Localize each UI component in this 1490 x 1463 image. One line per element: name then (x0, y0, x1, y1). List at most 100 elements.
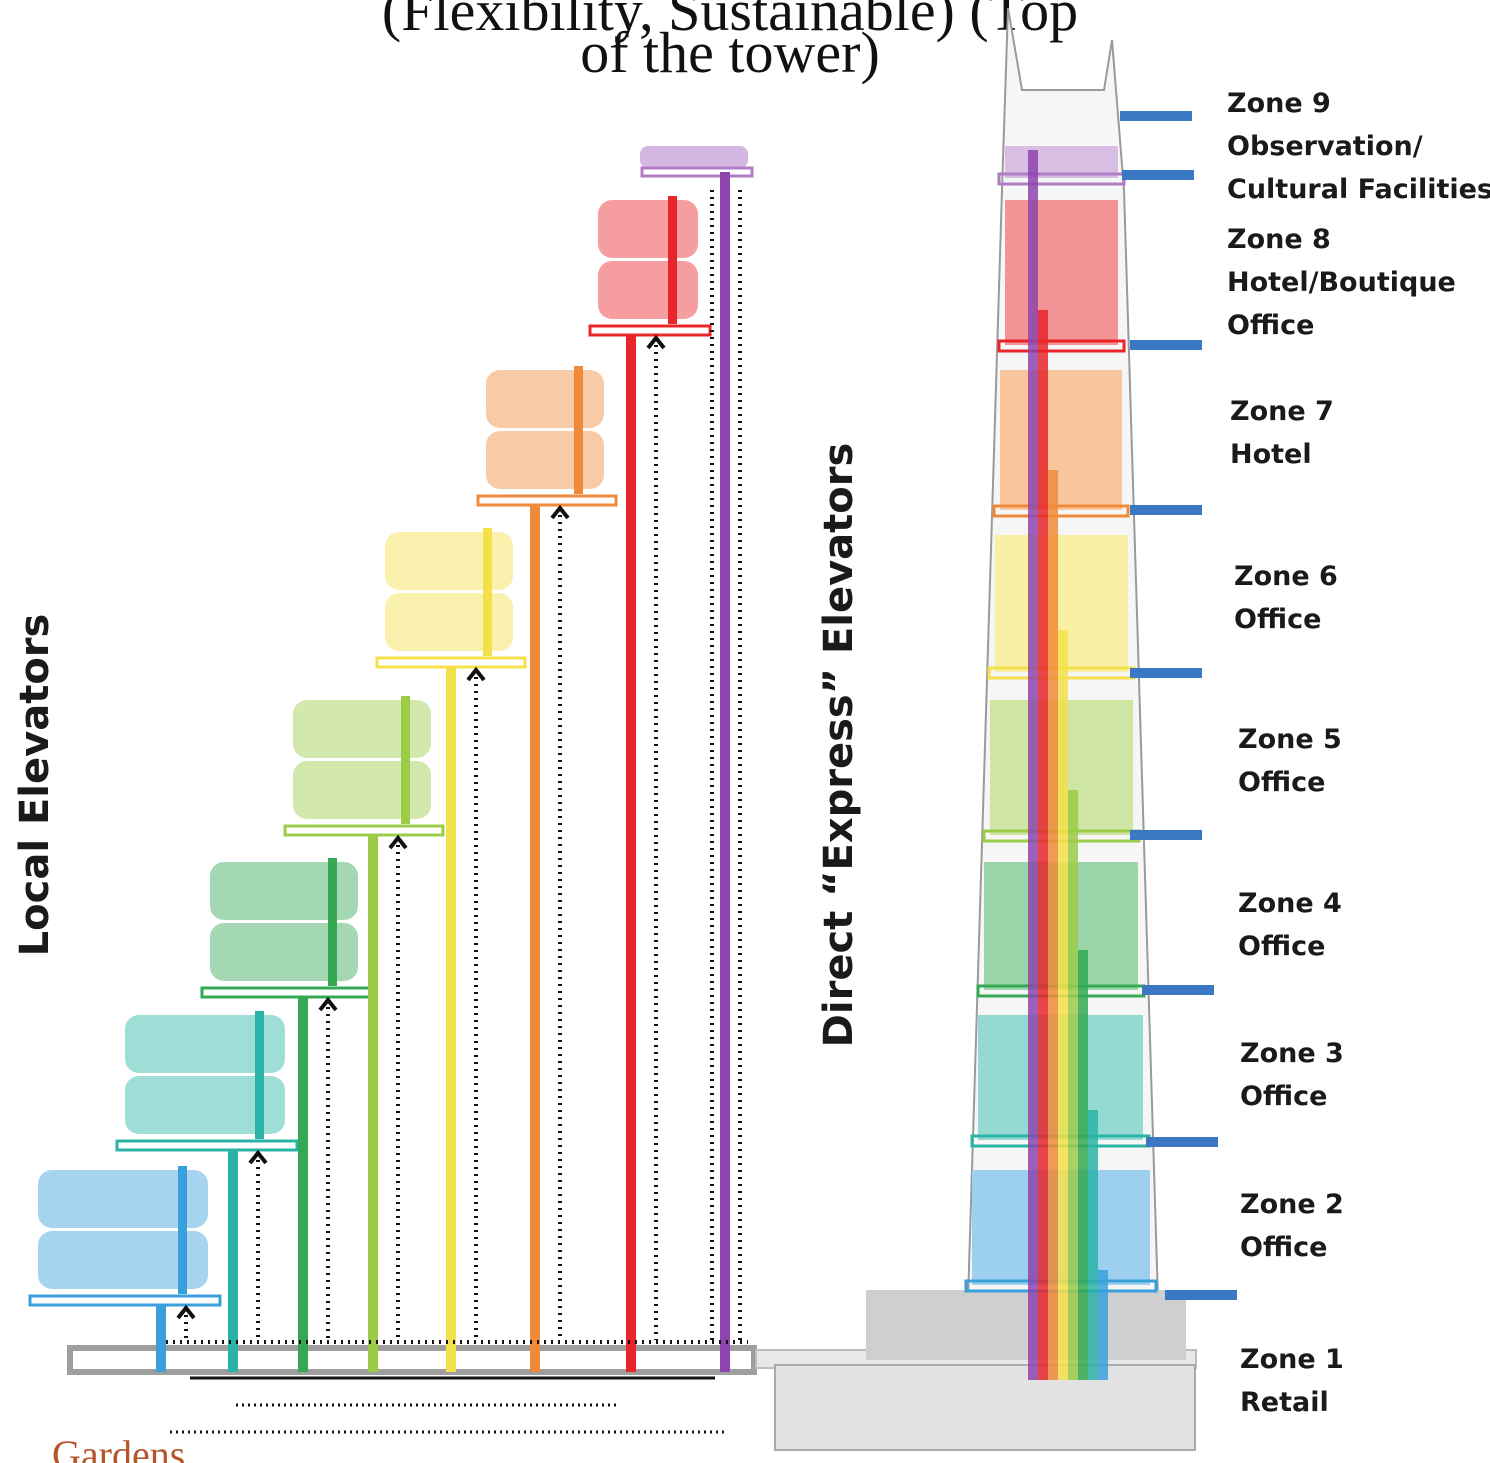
zone-markers (1120, 111, 1237, 1300)
zone-label-line: Hotel/Boutique (1227, 267, 1456, 298)
zone-label-line: Zone 6 (1234, 561, 1338, 592)
zone-marker (1122, 170, 1194, 180)
arrow-up (176, 1304, 196, 1320)
tower-podium (866, 1290, 1186, 1360)
zone-block-lower (210, 923, 358, 981)
zone-floor-plate (28, 1294, 222, 1307)
local-shaft (328, 858, 337, 986)
tower-floor-plate (992, 504, 1130, 518)
zone-block-upper (210, 862, 358, 920)
zone-label-line: Office (1240, 1232, 1327, 1263)
caption-line-2: of the tower) (580, 20, 880, 85)
tower-base (774, 1364, 1196, 1451)
zone-floor-plate (283, 824, 445, 837)
zone-label-line: Zone 4 (1238, 888, 1342, 919)
express-shaft (228, 1149, 238, 1372)
local-shaft (668, 196, 677, 324)
tower-core-shaft (1028, 150, 1038, 1380)
tower-core-shaft (1038, 310, 1048, 1380)
tower-core-shaft (1088, 1110, 1098, 1380)
zone-marker (1130, 668, 1202, 678)
zone-label-line: Zone 7 (1230, 396, 1334, 427)
tower-zone-band (1005, 200, 1118, 345)
caption-line-1: (Flexibility, Sustainable) (Top (382, 0, 1078, 43)
tower-core-shaft (1068, 790, 1078, 1380)
zone-label-line: Zone 2 (1240, 1189, 1344, 1220)
tower-zone-band (1000, 370, 1122, 510)
arrow-up (318, 996, 338, 1012)
zone-marker (1130, 830, 1202, 840)
express-elevators-label: Direct “Express” Elevators (816, 443, 862, 1048)
zone-label-line: Zone 5 (1238, 724, 1342, 755)
local-shaft (255, 1011, 264, 1139)
local-zone-blocks (28, 146, 754, 1307)
zone-label-line: Office (1227, 310, 1314, 341)
local-shaft (483, 528, 492, 656)
tower-section (774, 7, 1196, 1451)
tower-core-shaft (1098, 1270, 1108, 1380)
dotted-elevator-paths (166, 190, 748, 1434)
zone-label-line: Zone 9 (1227, 88, 1331, 119)
zone-block-lower (486, 431, 604, 489)
zone-marker (1120, 111, 1192, 121)
ground-lobby-bar (67, 1345, 757, 1375)
zone-block-lower (385, 593, 513, 651)
caption-bottom-fragment: Gardens (52, 1432, 185, 1463)
zone-floor-plate (375, 656, 527, 669)
zone-label-line: Observation/ (1227, 131, 1423, 162)
zone-label-line: Zone 1 (1240, 1344, 1344, 1375)
tower-core-shaft (1058, 630, 1068, 1380)
arrow-up (646, 334, 666, 350)
zone-block-lower (38, 1231, 208, 1289)
zone-marker (1130, 505, 1202, 515)
elevator-shafts (156, 172, 730, 1372)
zone-label-line: Office (1234, 604, 1321, 635)
local-shaft (401, 696, 410, 824)
zone-marker (1142, 985, 1214, 995)
zone-floor-plate (115, 1139, 299, 1152)
tower-floor-plate (997, 339, 1126, 353)
arrow-up (248, 1149, 268, 1165)
zone-label-line: Hotel (1230, 439, 1312, 470)
local-elevators-label: Local Elevators (12, 614, 58, 957)
zone-label-line: Office (1238, 931, 1325, 962)
arrow-up (388, 834, 408, 850)
zone-block-upper (125, 1015, 285, 1073)
zone9-express-shaft (720, 172, 730, 1372)
zone-label-line: Zone 3 (1240, 1038, 1344, 1069)
zone9-block (640, 146, 748, 168)
zone-label-line: Cultural Facilities (1227, 174, 1490, 205)
zone-floor-plate (200, 986, 372, 999)
zone9-floor-plate (640, 166, 754, 178)
zone-block-upper (293, 700, 431, 758)
zone-marker (1146, 1137, 1218, 1147)
express-shaft (156, 1304, 166, 1372)
zone-block-lower (598, 261, 698, 319)
zone-block-lower (293, 761, 431, 819)
express-shaft (530, 504, 540, 1372)
zone-block-upper (385, 532, 513, 590)
zone-floor-plate (588, 324, 712, 337)
zone-block-lower (125, 1076, 285, 1134)
zone-block-upper (38, 1170, 208, 1228)
zone-label-line: Retail (1240, 1387, 1329, 1418)
local-shaft (574, 366, 583, 494)
local-shaft (178, 1166, 187, 1294)
express-shaft (446, 666, 456, 1372)
zone-label-line: Zone 8 (1227, 224, 1331, 255)
express-shaft (298, 996, 308, 1372)
arrow-up (550, 504, 570, 520)
zone-label-line: Office (1240, 1081, 1327, 1112)
tower-core-shaft (1048, 470, 1058, 1380)
zone-floor-plate (476, 494, 618, 507)
express-shaft (626, 334, 636, 1372)
zone-labels: Zone 9 Observation/Cultural FacilitiesZon… (1227, 88, 1490, 1418)
zone-block-upper (598, 200, 698, 258)
tower-core-shaft (1078, 950, 1088, 1380)
zone-marker (1165, 1290, 1237, 1300)
zone-block-upper (486, 370, 604, 428)
express-shaft (368, 834, 378, 1372)
zone-marker (1130, 340, 1202, 350)
